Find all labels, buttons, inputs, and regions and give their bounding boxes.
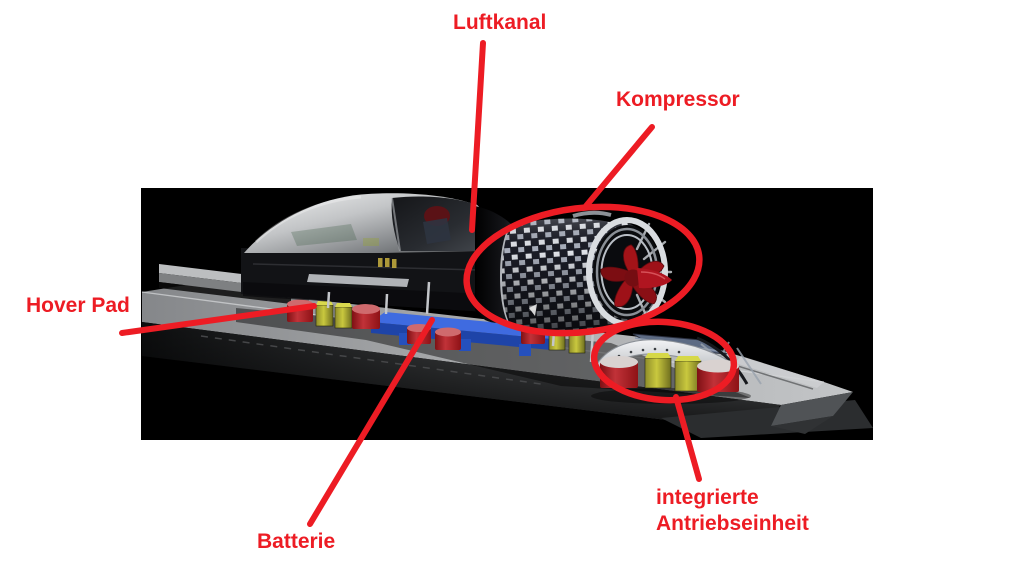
label-batterie: Batterie [257,530,336,553]
cockpit-canopy [244,193,488,253]
label-kompressor: Kompressor [616,88,740,111]
label-luftkanal: Luftkanal [453,11,547,34]
pod-photo [141,188,873,440]
pod-chassis [241,248,487,312]
pod-render-illustration [141,188,873,440]
label-antriebseinheit-line1: integrierte [656,486,759,509]
pilot-body [423,218,451,244]
label-antriebseinheit-line2: Antriebseinheit [656,512,809,535]
label-antriebseinheit: integrierte Antriebseinheit [656,485,809,537]
label-hover-pad: Hover Pad [26,294,130,317]
